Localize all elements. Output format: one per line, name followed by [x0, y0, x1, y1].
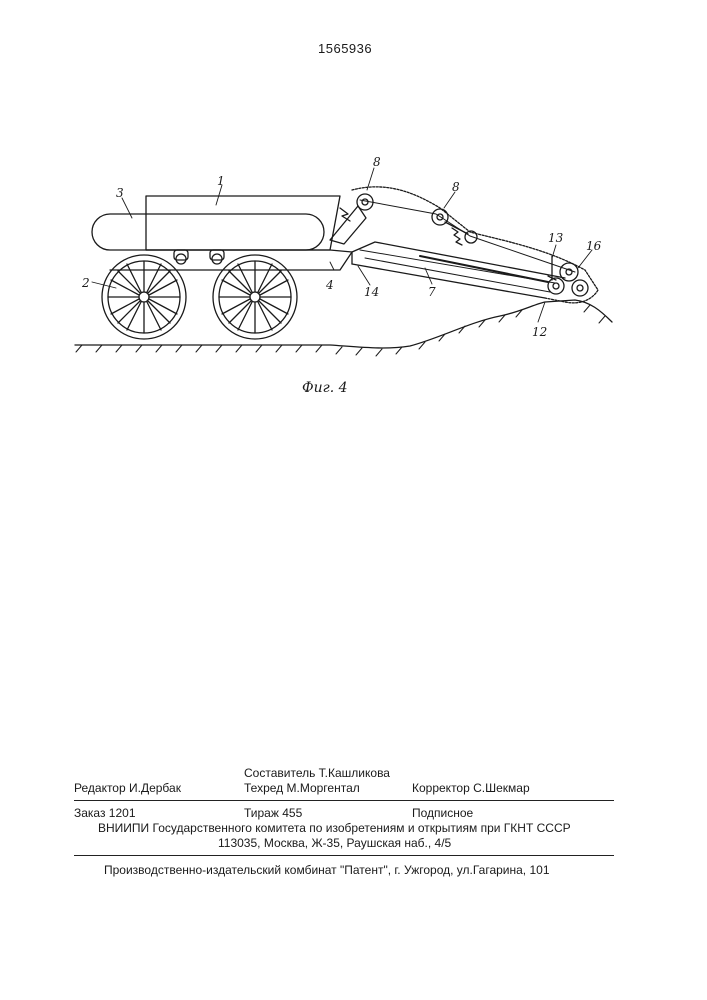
label-8a: 8 [373, 155, 381, 169]
subscription: Подписное [412, 806, 473, 820]
corrector: Корректор С.Шекмар [412, 781, 530, 795]
circulation: Тираж 455 [244, 806, 302, 820]
tank [92, 214, 324, 250]
compiler: Составитель Т.Кашликова [244, 766, 390, 780]
publisher: Производственно-издательский комбинат "П… [104, 863, 550, 877]
divider-top [74, 800, 614, 801]
label-2: 2 [81, 276, 90, 290]
front-guard [330, 206, 366, 244]
label-13: 13 [548, 231, 564, 245]
order-number: Заказ 1201 [74, 806, 136, 820]
label-16: 16 [586, 239, 602, 253]
label-7: 7 [428, 285, 436, 299]
conveyor-frame-upper [352, 242, 565, 278]
label-1: 1 [217, 174, 225, 188]
hopper-body [146, 196, 340, 250]
address: 113035, Москва, Ж-35, Раушская наб., 4/5 [218, 836, 451, 850]
figure-4-drawing: 1 3 2 4 14 7 8 8 12 13 16 [0, 0, 707, 420]
upper-chain-inner [360, 200, 575, 272]
label-8b: 8 [452, 180, 460, 194]
editor: Редактор И.Дербак [74, 781, 181, 795]
techred: Техред М.Моргентал [244, 781, 360, 795]
wheel-rear [213, 255, 297, 339]
label-12: 12 [532, 325, 547, 339]
label-4: 4 [325, 278, 334, 292]
wheel-front [102, 255, 186, 339]
divider-bottom [74, 855, 614, 856]
institute: ВНИИПИ Государственного комитета по изоб… [98, 821, 571, 835]
conveyor-rod [420, 256, 548, 282]
label-3: 3 [116, 186, 124, 200]
ground-line [75, 300, 612, 348]
label-14: 14 [364, 285, 379, 299]
chassis-frame [110, 250, 352, 270]
figure-caption: Фиг. 4 [302, 380, 348, 396]
